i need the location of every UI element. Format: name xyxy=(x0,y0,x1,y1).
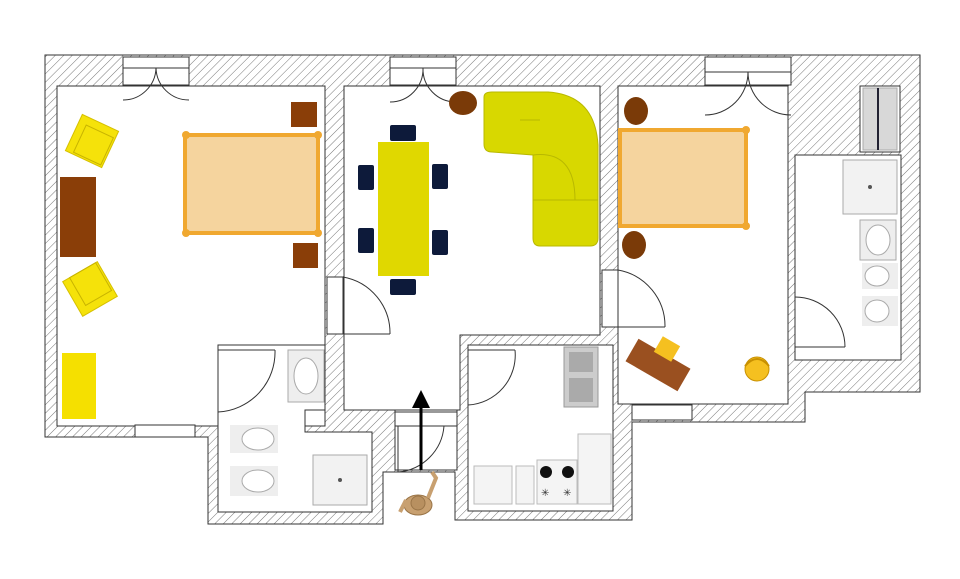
window-bedroom-left[interactable] xyxy=(122,56,190,101)
kitchen-sink xyxy=(563,346,599,408)
dresser xyxy=(60,177,96,257)
shower-tray xyxy=(312,454,368,506)
bidet xyxy=(230,425,278,453)
kitchen-counter xyxy=(473,433,612,505)
side-table-round xyxy=(622,231,646,259)
door-living-bedroom[interactable] xyxy=(326,276,391,335)
bed-left xyxy=(182,131,322,237)
entrance-arrow-icon xyxy=(412,390,430,470)
door-bathroom-right[interactable] xyxy=(794,296,846,348)
side-table-round xyxy=(449,91,477,115)
door-bedroom-right[interactable] xyxy=(601,269,666,328)
nightstand xyxy=(291,102,317,127)
wall-opening-bottom-left xyxy=(134,424,196,438)
bed-right xyxy=(618,126,750,230)
person-figure-icon xyxy=(398,470,439,516)
desk-yellow xyxy=(62,353,96,419)
svg-text:✳: ✳ xyxy=(563,488,571,499)
window-living[interactable] xyxy=(389,56,457,103)
wall-opening-bottom-right xyxy=(631,404,693,421)
corner-sofa xyxy=(483,91,599,247)
stove: ✳ ✳ xyxy=(540,466,574,499)
shower-panel xyxy=(862,87,898,151)
dining-table xyxy=(378,142,429,276)
armchair xyxy=(64,113,120,169)
side-table-round xyxy=(624,97,648,125)
dining-chairs xyxy=(358,125,448,295)
door-kitchen[interactable] xyxy=(467,349,516,406)
armchair xyxy=(61,260,119,318)
sink xyxy=(859,219,897,261)
toilet xyxy=(862,296,898,326)
svg-text:✳: ✳ xyxy=(541,488,549,499)
desk-wood xyxy=(625,338,691,392)
toilet xyxy=(230,466,278,496)
shower-tray xyxy=(842,159,898,215)
bidet xyxy=(862,263,898,289)
round-chair xyxy=(744,356,770,382)
desk-chair xyxy=(653,336,681,362)
sink xyxy=(287,349,325,403)
window-bedroom-right[interactable] xyxy=(704,56,792,116)
nightstand xyxy=(293,243,318,268)
door-bathroom-left[interactable] xyxy=(217,349,276,413)
door-entrance[interactable] xyxy=(394,411,458,473)
